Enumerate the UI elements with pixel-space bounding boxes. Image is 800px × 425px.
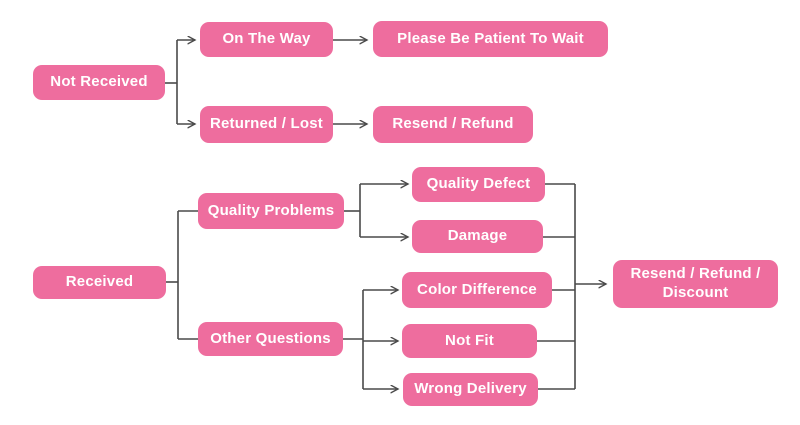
node-not-received: Not Received [33,65,165,100]
node-wrong-delivery: Wrong Delivery [403,373,538,406]
node-returned-lost: Returned / Lost [200,106,333,143]
node-color-difference: Color Difference [402,272,552,308]
node-received: Received [33,266,166,299]
node-resend-refund: Resend / Refund [373,106,533,143]
node-on-the-way: On The Way [200,22,333,57]
node-resend-refund-discount: Resend / Refund / Discount [613,260,778,308]
node-other-questions: Other Questions [198,322,343,356]
node-quality-defect: Quality Defect [412,167,545,202]
node-damage: Damage [412,220,543,253]
node-please-be-patient-to-wait: Please Be Patient To Wait [373,21,608,57]
node-not-fit: Not Fit [402,324,537,358]
node-quality-problems: Quality Problems [198,193,344,229]
